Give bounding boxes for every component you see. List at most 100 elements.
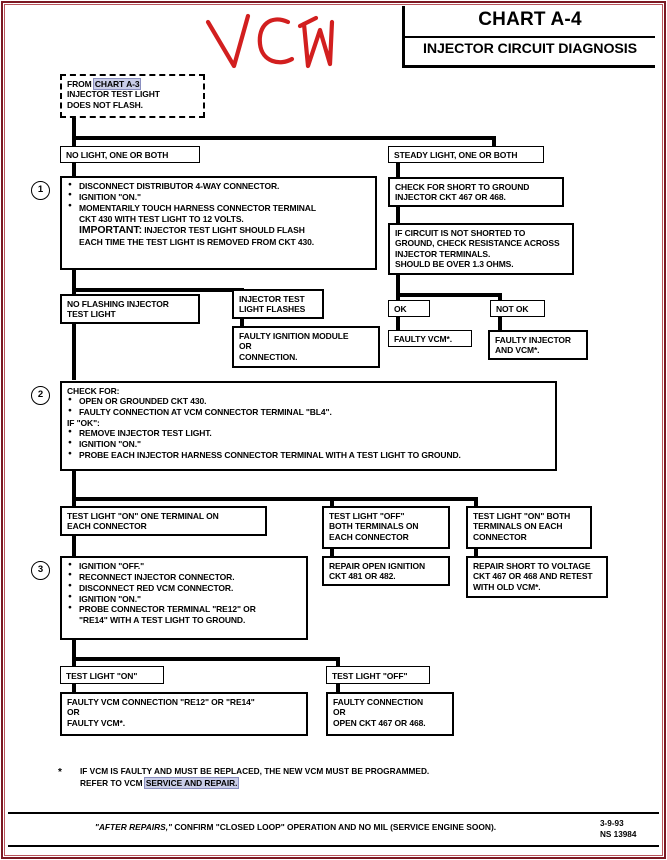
connector-to-right-branch <box>492 136 496 148</box>
connector-to-no-flash <box>72 288 76 296</box>
footnote: * IF VCM IS FAULTY AND MUST BE REPLACED,… <box>52 765 582 790</box>
connector-step2-split <box>72 497 478 501</box>
step-3-bullets: IGNITION "OFF." RECONNECT INJECTOR CONNE… <box>67 560 301 615</box>
faulty-ignition-module-box: FAULTY IGNITION MODULE OR CONNECTION. <box>232 326 380 368</box>
connector-entry-split <box>72 136 496 140</box>
connector-ok-split <box>396 293 502 297</box>
resistance-box: IF CIRCUIT IS NOT SHORTED TO GROUND, CHE… <box>388 223 574 275</box>
step-1-number: 1 <box>31 181 50 200</box>
faulty-module-line-0: FAULTY IGNITION MODULE <box>239 331 349 341</box>
connector-ok-down <box>396 317 400 331</box>
test-light-off-box: TEST LIGHT "OFF" <box>326 666 430 684</box>
faulty-injector-line-1: AND VCM*. <box>495 345 540 356</box>
step3-cont: "RE14" WITH A TEST LIGHT TO GROUND. <box>79 615 246 626</box>
step3-bullet-4: PROBE CONNECTOR TERMINAL "RE12" OR <box>67 604 301 615</box>
on-both-line-0: TEST LIGHT "ON" BOTH <box>473 511 571 521</box>
faulty-vcm-box: FAULTY VCM*. <box>388 330 472 347</box>
test-light-on-one-box: TEST LIGHT "ON" ONE TERMINAL ON EACH CON… <box>60 506 267 536</box>
step2-bullets-a: OPEN OR GROUNDED CKT 430. FAULTY CONNECT… <box>67 396 550 417</box>
off-result-line-0: FAULTY CONNECTION <box>333 697 424 707</box>
step1-bullet-1: IGNITION "ON." <box>67 191 370 202</box>
service-and-repair-link[interactable]: SERVICE AND REPAIR. <box>143 777 240 790</box>
step3-bullet-2: DISCONNECT RED VCM CONNECTOR. <box>67 582 301 593</box>
test-light-off-both-box: TEST LIGHT "OFF" BOTH TERMINALS ON EACH … <box>322 506 450 549</box>
step-2-number: 2 <box>31 386 50 405</box>
page-border-inner <box>4 4 663 856</box>
step1-important-label: IMPORTANT: <box>79 223 142 236</box>
faulty-connection-open-box: FAULTY CONNECTION OR OPEN CKT 467 OR 468… <box>326 692 454 736</box>
connector-to-ok <box>396 293 400 302</box>
on-result-line-2: FAULTY VCM*. <box>67 717 125 728</box>
light-on-label: TEST LIGHT "ON" <box>66 670 138 681</box>
step-1-box: DISCONNECT DISTRIBUTOR 4-WAY CONNECTOR. … <box>60 176 377 270</box>
page-title: INJECTOR CIRCUIT DIAGNOSIS <box>423 41 637 57</box>
step3-bullet-1: RECONNECT INJECTOR CONNECTOR. <box>67 571 301 582</box>
connector-light-off-down <box>336 684 340 694</box>
repair-short-line-2: WITH OLD VCM*. <box>473 581 541 592</box>
on-result-line-0: FAULTY VCM CONNECTION "RE12" OR "RE14" <box>67 697 255 707</box>
connector-no-flash-down <box>72 324 76 380</box>
on-both-line-2: CONNECTOR <box>473 531 527 542</box>
no-flash-line-0: NO FLASHING INJECTOR <box>67 299 169 309</box>
off-result-line-2: OPEN CKT 467 OR 468. <box>333 717 426 728</box>
connector-to-not-ok <box>498 293 502 302</box>
step-3-number: 3 <box>31 561 50 580</box>
chart-a3-link[interactable]: CHART A-3 <box>92 78 142 90</box>
step-1-bullets: DISCONNECT DISTRIBUTOR 4-WAY CONNECTOR. … <box>67 180 370 213</box>
injector-flashes-box: INJECTOR TEST LIGHT FLASHES <box>232 289 324 319</box>
step1-bullet-2: MOMENTARILY TOUCH HARNESS CONNECTOR TERM… <box>67 202 370 213</box>
step2-bullet-a1: FAULTY CONNECTION AT VCM CONNECTOR TERMI… <box>67 407 550 418</box>
test-light-on-both-box: TEST LIGHT "ON" BOTH TERMINALS ON EACH C… <box>466 506 592 549</box>
resistance-line-3: SHOULD BE OVER 1.3 OHMS. <box>395 259 514 270</box>
footer-italic: "AFTER REPAIRS," <box>94 822 173 832</box>
step2-bullet-b0: REMOVE INJECTOR TEST LIGHT. <box>67 428 550 439</box>
step1-bullet-0: DISCONNECT DISTRIBUTOR 4-WAY CONNECTOR. <box>67 180 370 191</box>
step1-cont-2: EACH TIME THE TEST LIGHT IS REMOVED FROM… <box>79 236 315 247</box>
ok-label: OK <box>394 304 407 314</box>
repair-short-voltage-box: REPAIR SHORT TO VOLTAGE CKT 467 OR 468 A… <box>466 556 608 598</box>
footer-divider-top <box>8 812 659 814</box>
connector-step3-split <box>72 657 340 661</box>
flashes-line-0: INJECTOR TEST <box>239 294 305 304</box>
step3-bullet-3: IGNITION "ON." <box>67 593 301 604</box>
connector-check-short-down <box>396 207 400 224</box>
off-both-line-0: TEST LIGHT "OFF" <box>329 511 405 521</box>
footer-rest: CONFIRM "CLOSED LOOP" OPERATION AND NO M… <box>172 822 497 832</box>
check-short-line-0: CHECK FOR SHORT TO GROUND <box>395 182 530 192</box>
no-flashing-box: NO FLASHING INJECTOR TEST LIGHT <box>60 294 200 324</box>
faulty-module-line-1: OR <box>239 341 252 352</box>
connector-right-branch-down <box>396 163 400 177</box>
branch-left-label: NO LIGHT, ONE OR BOTH <box>66 150 169 160</box>
handwritten-vcm-annotation <box>205 13 335 69</box>
connector-flashes-down <box>240 319 244 329</box>
off-both-line-2: EACH CONNECTOR <box>329 531 409 542</box>
ok-box: OK <box>388 300 430 317</box>
resistance-line-0: IF CIRCUIT IS NOT SHORTED TO <box>395 228 526 238</box>
entry-line3: DOES NOT FLASH. <box>67 99 143 110</box>
connector-to-left-branch <box>72 136 76 148</box>
repair-open-line-0: REPAIR OPEN IGNITION <box>329 561 426 571</box>
step1-important: IMPORTANT: INJECTOR TEST LIGHT SHOULD FL… <box>67 224 370 237</box>
off-result-line-1: OR <box>333 707 346 718</box>
faulty-vcm-label: FAULTY VCM*. <box>394 334 452 344</box>
faulty-injector-vcm-box: FAULTY INJECTOR AND VCM*. <box>488 330 588 360</box>
step2-bullet-b2: PROBE EACH INJECTOR HARNESS CONNECTOR TE… <box>67 450 550 461</box>
faulty-injector-line-0: FAULTY INJECTOR <box>495 335 571 345</box>
title-divider <box>405 36 655 38</box>
resistance-line-2: INJECTOR TERMINALS. <box>395 248 491 259</box>
no-flash-line-1: TEST LIGHT <box>67 309 116 320</box>
step2-bullet-a0: OPEN OR GROUNDED CKT 430. <box>67 396 550 407</box>
connector-step2-down <box>72 471 76 505</box>
step-3-box: IGNITION "OFF." RECONNECT INJECTOR CONNE… <box>60 556 308 640</box>
step3-bullet-0: IGNITION "OFF." <box>67 560 301 571</box>
step2-if-ok: IF "OK": <box>67 418 100 429</box>
footer-divider-bottom <box>8 845 659 847</box>
resistance-line-1: GROUND, CHECK RESISTANCE ACROSS <box>395 238 560 249</box>
faulty-vcm-connection-box: FAULTY VCM CONNECTION "RE12" OR "RE14" O… <box>60 692 308 736</box>
footer-date: 3-9-93 <box>600 819 624 828</box>
faulty-module-line-2: CONNECTION. <box>239 351 298 362</box>
step2-header: CHECK FOR: <box>67 386 120 396</box>
connector-to-on-both <box>474 497 478 507</box>
connector-resistance-down <box>396 275 400 297</box>
entry-line1: FROM CHART A-3 <box>67 78 142 90</box>
